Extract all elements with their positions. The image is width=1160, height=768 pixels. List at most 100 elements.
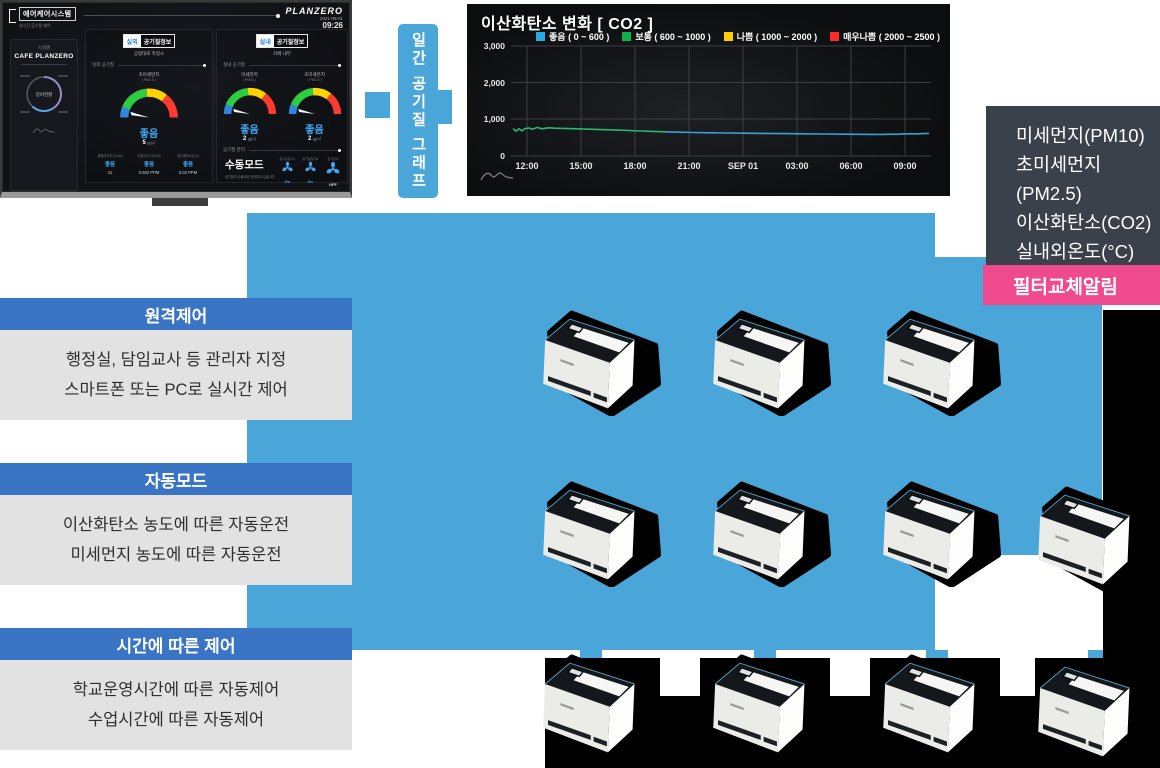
co2-chart: 이산화탄소 변화 [ CO2 ] 좋음 ( 0 ~ 600 ) 보통 ( 600… <box>467 4 950 196</box>
feature-body: 이산화탄소 농도에 따른 자동운전 미세먼지 농도에 따른 자동운전 <box>0 495 352 585</box>
fan-icon <box>326 161 340 174</box>
legend-item-good: 좋음 ( 0 ~ 600 ) <box>536 30 609 43</box>
outdoor-stats: 통합대기지수(CAI) 좋음 41 아황산가스(SO2) 좋음 0.002 PP… <box>86 153 212 175</box>
air-purifier-device <box>543 646 667 760</box>
fan-unit-a: 공기청정기A On <box>279 157 296 184</box>
feature-line: 행정실, 담임교사 등 관리자 지정 <box>65 351 287 369</box>
x-tick: 21:00 <box>677 161 701 171</box>
legend-swatch <box>723 32 733 41</box>
air-purifier-device <box>883 646 1007 760</box>
mode-label: 수동모드 <box>225 159 264 171</box>
outdoor-badge-prefix: 실외 <box>123 35 141 47</box>
gauge-sublabel: ( PM2.5 ) <box>141 78 157 82</box>
gauge-value: 5 <box>142 140 146 146</box>
chart-legend: 좋음 ( 0 ~ 600 ) 보통 ( 600 ~ 1000 ) 나쁨 ( 10… <box>536 30 940 43</box>
monitor-stand <box>152 198 208 206</box>
outdoor-section: 실외 공기질정보 공항대로 측정소 실외 공기질 초미세먼지 ( PM2.5 ) <box>85 29 213 183</box>
filter-alert-label: 필터교체알림 <box>1013 276 1118 298</box>
header-divider <box>83 13 280 18</box>
indoor-gauge-1: 미세먼지 ( PM10 ) 좋음 2 ㎍/㎥ <box>222 70 278 142</box>
air-purifier-device <box>713 646 837 760</box>
legend-swatch <box>622 32 632 41</box>
legend-item-bad: 나쁨 ( 1000 ~ 2000 ) <box>723 30 817 43</box>
feature-body: 행정실, 담임교사 등 관리자 지정 스마트폰 또는 PC로 실시간 제어 <box>0 330 352 420</box>
dashboard-header: 에어케어시스템 실시간 공기질 제어 PLANZERO 2021-09-01 0… <box>9 6 343 31</box>
mini-trend-icon <box>480 172 514 181</box>
indoor-gauge-2: 초미세먼지 ( PM2.5 ) 좋음 2 ㎍/㎥ <box>287 70 343 142</box>
fan-icon <box>282 161 293 172</box>
y-tick: 3,000 <box>483 41 505 51</box>
gauge-arc <box>223 87 276 115</box>
outdoor-stat: 통합대기지수(CAI) 좋음 41 <box>97 154 123 175</box>
legend-item-normal: 보통 ( 600 ~ 1000 ) <box>622 30 711 43</box>
feature-header: 자동모드 <box>0 463 352 495</box>
feature-header: 시간에 따른 제어 <box>0 628 352 660</box>
outdoor-stat: 일산화탄소(CO) 좋음 0.02 PPM <box>177 154 199 175</box>
legend-swatch <box>536 32 546 41</box>
feature-line: 학교운영시간에 따른 자동제어 <box>72 681 280 699</box>
x-tick: 12:00 <box>515 161 539 171</box>
facility-panel: 시설명 CAFE PLANZERO 장비현황 <box>10 39 78 191</box>
sensor-item-co2: 이산화탄소(CO2) <box>1016 212 1152 233</box>
y-tick: 2,000 <box>483 77 505 88</box>
sensor-item-pm25: 초미세먼지(PM2.5) <box>1016 154 1102 204</box>
y-tick: 1,000 <box>483 114 505 124</box>
indoor-section: 실내 공기질정보 카페 내부 실내 공기질 미세먼지 ( PM10 ) <box>216 29 348 187</box>
indoor-badge-suffix: 공기질정보 <box>273 35 308 47</box>
chart-title: 이산화탄소 변화 [ CO2 ] <box>481 16 654 33</box>
feature-line: 스마트폰 또는 PC로 실시간 제어 <box>64 381 288 399</box>
filter-alert-badge: 필터교체알림 <box>983 265 1160 305</box>
air-purifier-device <box>883 473 1007 587</box>
dashboard-title: 에어케어시스템 <box>19 7 76 21</box>
feature-remote-control: 원격제어 행정실, 담임교사 등 관리자 지정 스마트폰 또는 PC로 실시간 … <box>0 298 352 420</box>
facility-name: CAFE PLANZERO <box>14 53 74 60</box>
gauge-arc <box>120 88 178 118</box>
sensor-list-panel: 미세먼지(PM10) 초미세먼지(PM2.5) 이산화탄소(CO2) 실내외온도… <box>986 106 1160 291</box>
flow-shape-main <box>247 213 935 650</box>
x-tick: 09:00 <box>893 161 917 171</box>
air-purifier-device <box>1038 650 1160 764</box>
x-tick: SEP 01 <box>727 161 759 171</box>
dashboard-monitor: 에어케어시스템 실시간 공기질 제어 PLANZERO 2021-09-01 0… <box>0 0 352 198</box>
mode-description: 공기질이 수동으로 관리되고 있습니다 <box>225 175 275 179</box>
dashboard-time: 09:26 <box>322 20 343 30</box>
feature-time-control: 시간에 따른 제어 학교운영시간에 따른 자동제어 수업시간에 따른 자동제어 <box>0 628 352 750</box>
outdoor-badge-suffix: 공기질정보 <box>140 35 175 47</box>
x-tick: 18:00 <box>623 161 647 171</box>
x-tick: 06:00 <box>839 161 863 171</box>
air-purifier-device <box>713 473 837 587</box>
fan-unit-b: 공기청정기B On <box>302 157 318 184</box>
facility-divider <box>21 64 67 65</box>
chart-plot-area <box>480 45 931 181</box>
feature-line: 이산화탄소 농도에 따른 자동운전 <box>62 516 290 534</box>
trend-wave-icon <box>32 128 56 134</box>
gauge-status: 좋음 <box>139 129 159 140</box>
feature-header: 원격제어 <box>0 298 352 330</box>
connector-square <box>365 92 390 118</box>
sensor-item-temp: 실내외온도(°C) <box>1016 241 1135 262</box>
y-tick: 0 <box>500 151 505 161</box>
feature-line: 수업시간에 따른 자동제어 <box>87 711 265 729</box>
indoor-row-label: 실내 공기질 <box>223 62 342 68</box>
co2-line-good-segment <box>664 131 930 136</box>
feature-line: 미세먼지 농도에 따른 자동운전 <box>70 546 282 564</box>
feature-body: 학교운영시간에 따른 자동제어 수업시간에 따른 자동제어 <box>0 660 352 750</box>
indoor-station: 카페 내부 <box>273 51 291 56</box>
outdoor-stat: 아황산가스(SO2) 좋음 0.002 PPM <box>137 154 161 175</box>
feature-auto-mode: 자동모드 이산화탄소 농도에 따른 자동운전 미세먼지 농도에 따른 자동운전 <box>0 463 352 585</box>
outdoor-station: 공항대로 측정소 <box>133 51 165 56</box>
corner-bracket-icon <box>9 9 16 23</box>
x-tick: 15:00 <box>569 161 593 171</box>
manage-row: 수동모드 공기질이 수동으로 관리되고 있습니다 공기청정기A On 공기청 <box>217 153 347 187</box>
manage-row-label: 공기질 관리 <box>223 147 342 153</box>
sensor-item-pm10: 미세먼지(PM10) <box>1016 125 1145 146</box>
label-connector-tab <box>437 90 452 124</box>
gauge-label: 초미세먼지 <box>138 72 160 77</box>
legend-item-verybad: 매우나쁨 ( 2000 ~ 2500 ) <box>830 30 940 43</box>
gauge-unit: ㎍/㎥ <box>147 141 156 145</box>
dashboard-screen: 에어케어시스템 실시간 공기질 제어 PLANZERO 2021-09-01 0… <box>3 3 349 191</box>
air-purifier-device <box>883 302 1007 416</box>
dashboard-subtitle: 실시간 공기질 제어 <box>19 22 51 28</box>
air-purifier-device <box>543 302 667 416</box>
